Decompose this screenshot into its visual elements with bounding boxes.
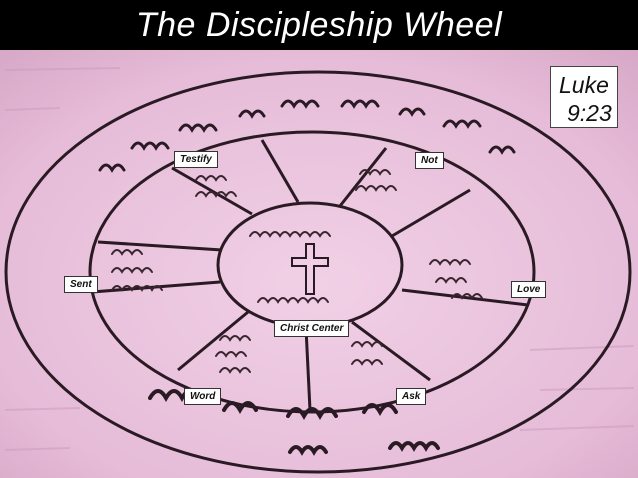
spoke-bottom-left [177, 310, 249, 372]
wheel-photo [0, 50, 638, 478]
background-writing [4, 67, 635, 451]
scripture-reference: Luke 9:23 [550, 66, 618, 128]
label-testify: Testify [174, 151, 218, 168]
label-ask: Ask [396, 388, 427, 405]
outer-band-script-bottom [148, 389, 440, 456]
spoke-top [260, 139, 300, 203]
spoke-bottom [304, 327, 312, 411]
label-love: Love [511, 281, 547, 298]
reference-book: Luke [559, 72, 609, 98]
label-christ-center: Christ Center [274, 320, 350, 337]
spoke-top-left [171, 166, 253, 216]
outer-ring [4, 70, 632, 474]
spoke-bottom-right [351, 320, 431, 382]
spoke-right-upper [391, 188, 471, 238]
spoke-top-right [338, 147, 388, 207]
label-not: Not [415, 152, 444, 169]
spoke-right-lower [401, 288, 529, 307]
wheel-diagram [0, 50, 638, 478]
title-bar: The Discipleship Wheel [0, 0, 638, 50]
label-sent: Sent [64, 276, 98, 293]
wheel-spokes [91, 139, 529, 411]
segment-script [111, 169, 483, 374]
spoke-left-upper [97, 240, 223, 252]
outer-band-script-top [98, 99, 516, 173]
cross-icon [291, 243, 329, 295]
reference-verse: 9:23 [567, 100, 612, 126]
label-word: Word [184, 388, 222, 405]
paper-background [0, 50, 638, 478]
slide-title: The Discipleship Wheel [135, 5, 503, 44]
inner-ring [88, 130, 536, 414]
